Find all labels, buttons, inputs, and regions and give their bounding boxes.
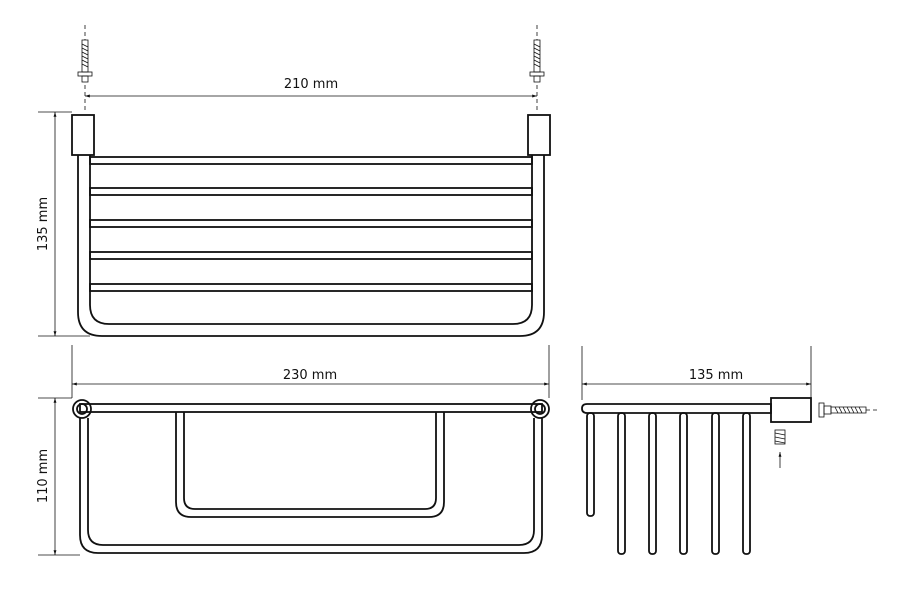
frame-outer <box>79 418 543 554</box>
side-view: 135 mm <box>581 346 880 555</box>
top-view: 210 mm 135 mm <box>36 25 551 337</box>
top-rail <box>581 403 772 414</box>
set-screw-icon <box>774 429 786 468</box>
frame-inner <box>89 155 533 325</box>
inner-basket <box>175 412 445 518</box>
top-rod <box>79 403 543 413</box>
wall-bracket <box>770 397 812 423</box>
wall-bracket <box>71 114 95 156</box>
frame-outer <box>77 155 545 337</box>
front-width-label: 230 mm <box>283 368 337 383</box>
rod-end-cap <box>72 399 92 419</box>
side-depth-label: 135 mm <box>689 368 743 383</box>
wall-bracket <box>527 114 551 156</box>
front-view: 230 mm 110 mm <box>36 345 550 556</box>
front-height-label: 110 mm <box>36 449 51 503</box>
hook-prongs <box>586 412 751 555</box>
rod-end-cap <box>530 399 550 419</box>
screw-icon <box>77 25 93 83</box>
screw-icon <box>529 25 545 83</box>
top-width-label: 210 mm <box>284 77 338 92</box>
shelf-bars <box>89 156 533 292</box>
screw-icon <box>818 402 880 418</box>
top-height-label: 135 mm <box>36 197 51 251</box>
